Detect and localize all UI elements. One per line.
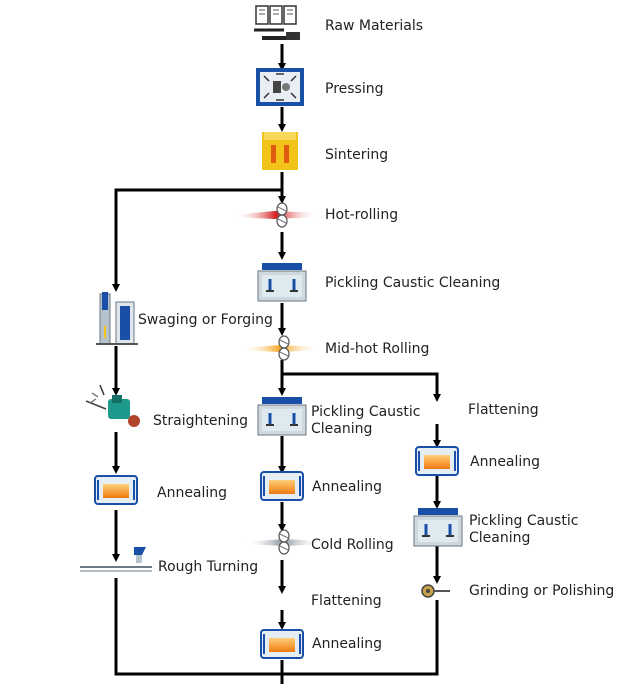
step-label-annealing: Annealing	[470, 454, 540, 470]
step-label-straightening: Straightening	[153, 413, 248, 429]
right-branch-line	[282, 372, 441, 402]
step-label-pressing: Pressing	[325, 81, 384, 97]
step-label-pickling-caustic-line1: Pickling Caustic	[311, 404, 420, 420]
step-label-pickling-caustic-line2: Cleaning	[311, 421, 372, 437]
flow-connectors	[112, 44, 441, 684]
step-label-annealing: Annealing	[312, 636, 382, 652]
mid-hot-rolling-icon	[240, 335, 320, 361]
cleaning-tank-icon	[257, 263, 307, 302]
step-label-hot-rolling: Hot-rolling	[325, 207, 398, 223]
lathe-tool-icon	[80, 547, 152, 572]
annealing-furnace-icon	[94, 475, 138, 505]
straightening-machine-icon	[85, 384, 140, 427]
press-icon	[256, 68, 304, 106]
center-column-labels: Raw Materials Pressing Sintering Hot-rol…	[311, 18, 500, 652]
right-column-labels: Flattening Annealing Pickling Caustic Cl…	[468, 402, 614, 599]
step-label-sintering: Sintering	[325, 147, 388, 163]
annealing-furnace-icon	[415, 446, 459, 476]
step-label-pickling-caustic-line2: Cleaning	[469, 530, 530, 546]
grinding-wheel-icon	[421, 584, 450, 598]
swaging-machine-icon	[96, 292, 138, 345]
step-label-raw-materials: Raw Materials	[325, 18, 423, 34]
left-column-labels: Swaging or Forging Straightening Anneali…	[138, 312, 273, 575]
step-label-pickling-caustic-cleaning: Pickling Caustic Cleaning	[325, 275, 500, 291]
left-branch-line	[112, 188, 282, 292]
cold-rolling-icon	[244, 529, 322, 555]
step-label-rough-turning: Rough Turning	[158, 559, 258, 575]
hot-rolling-icon	[234, 202, 318, 228]
step-label-pickling-caustic-line1: Pickling Caustic	[469, 513, 578, 529]
bottom-return-line	[114, 578, 439, 676]
step-label-grinding-or-polishing: Grinding or Polishing	[469, 583, 614, 599]
step-label-flattening: Flattening	[311, 593, 382, 609]
annealing-furnace-icon	[260, 471, 304, 501]
sintering-furnace-icon	[262, 132, 298, 170]
raw-materials-icon	[254, 5, 300, 40]
step-label-mid-hot-rolling: Mid-hot Rolling	[325, 341, 429, 357]
step-label-cold-rolling: Cold Rolling	[311, 537, 394, 553]
annealing-furnace-icon	[260, 629, 304, 659]
step-label-flattening: Flattening	[468, 402, 539, 418]
cleaning-tank-icon	[413, 508, 463, 547]
cleaning-tank-icon	[257, 397, 307, 436]
step-label-swaging-or-forging: Swaging or Forging	[138, 312, 273, 328]
step-label-annealing: Annealing	[312, 479, 382, 495]
step-label-annealing: Annealing	[157, 485, 227, 501]
